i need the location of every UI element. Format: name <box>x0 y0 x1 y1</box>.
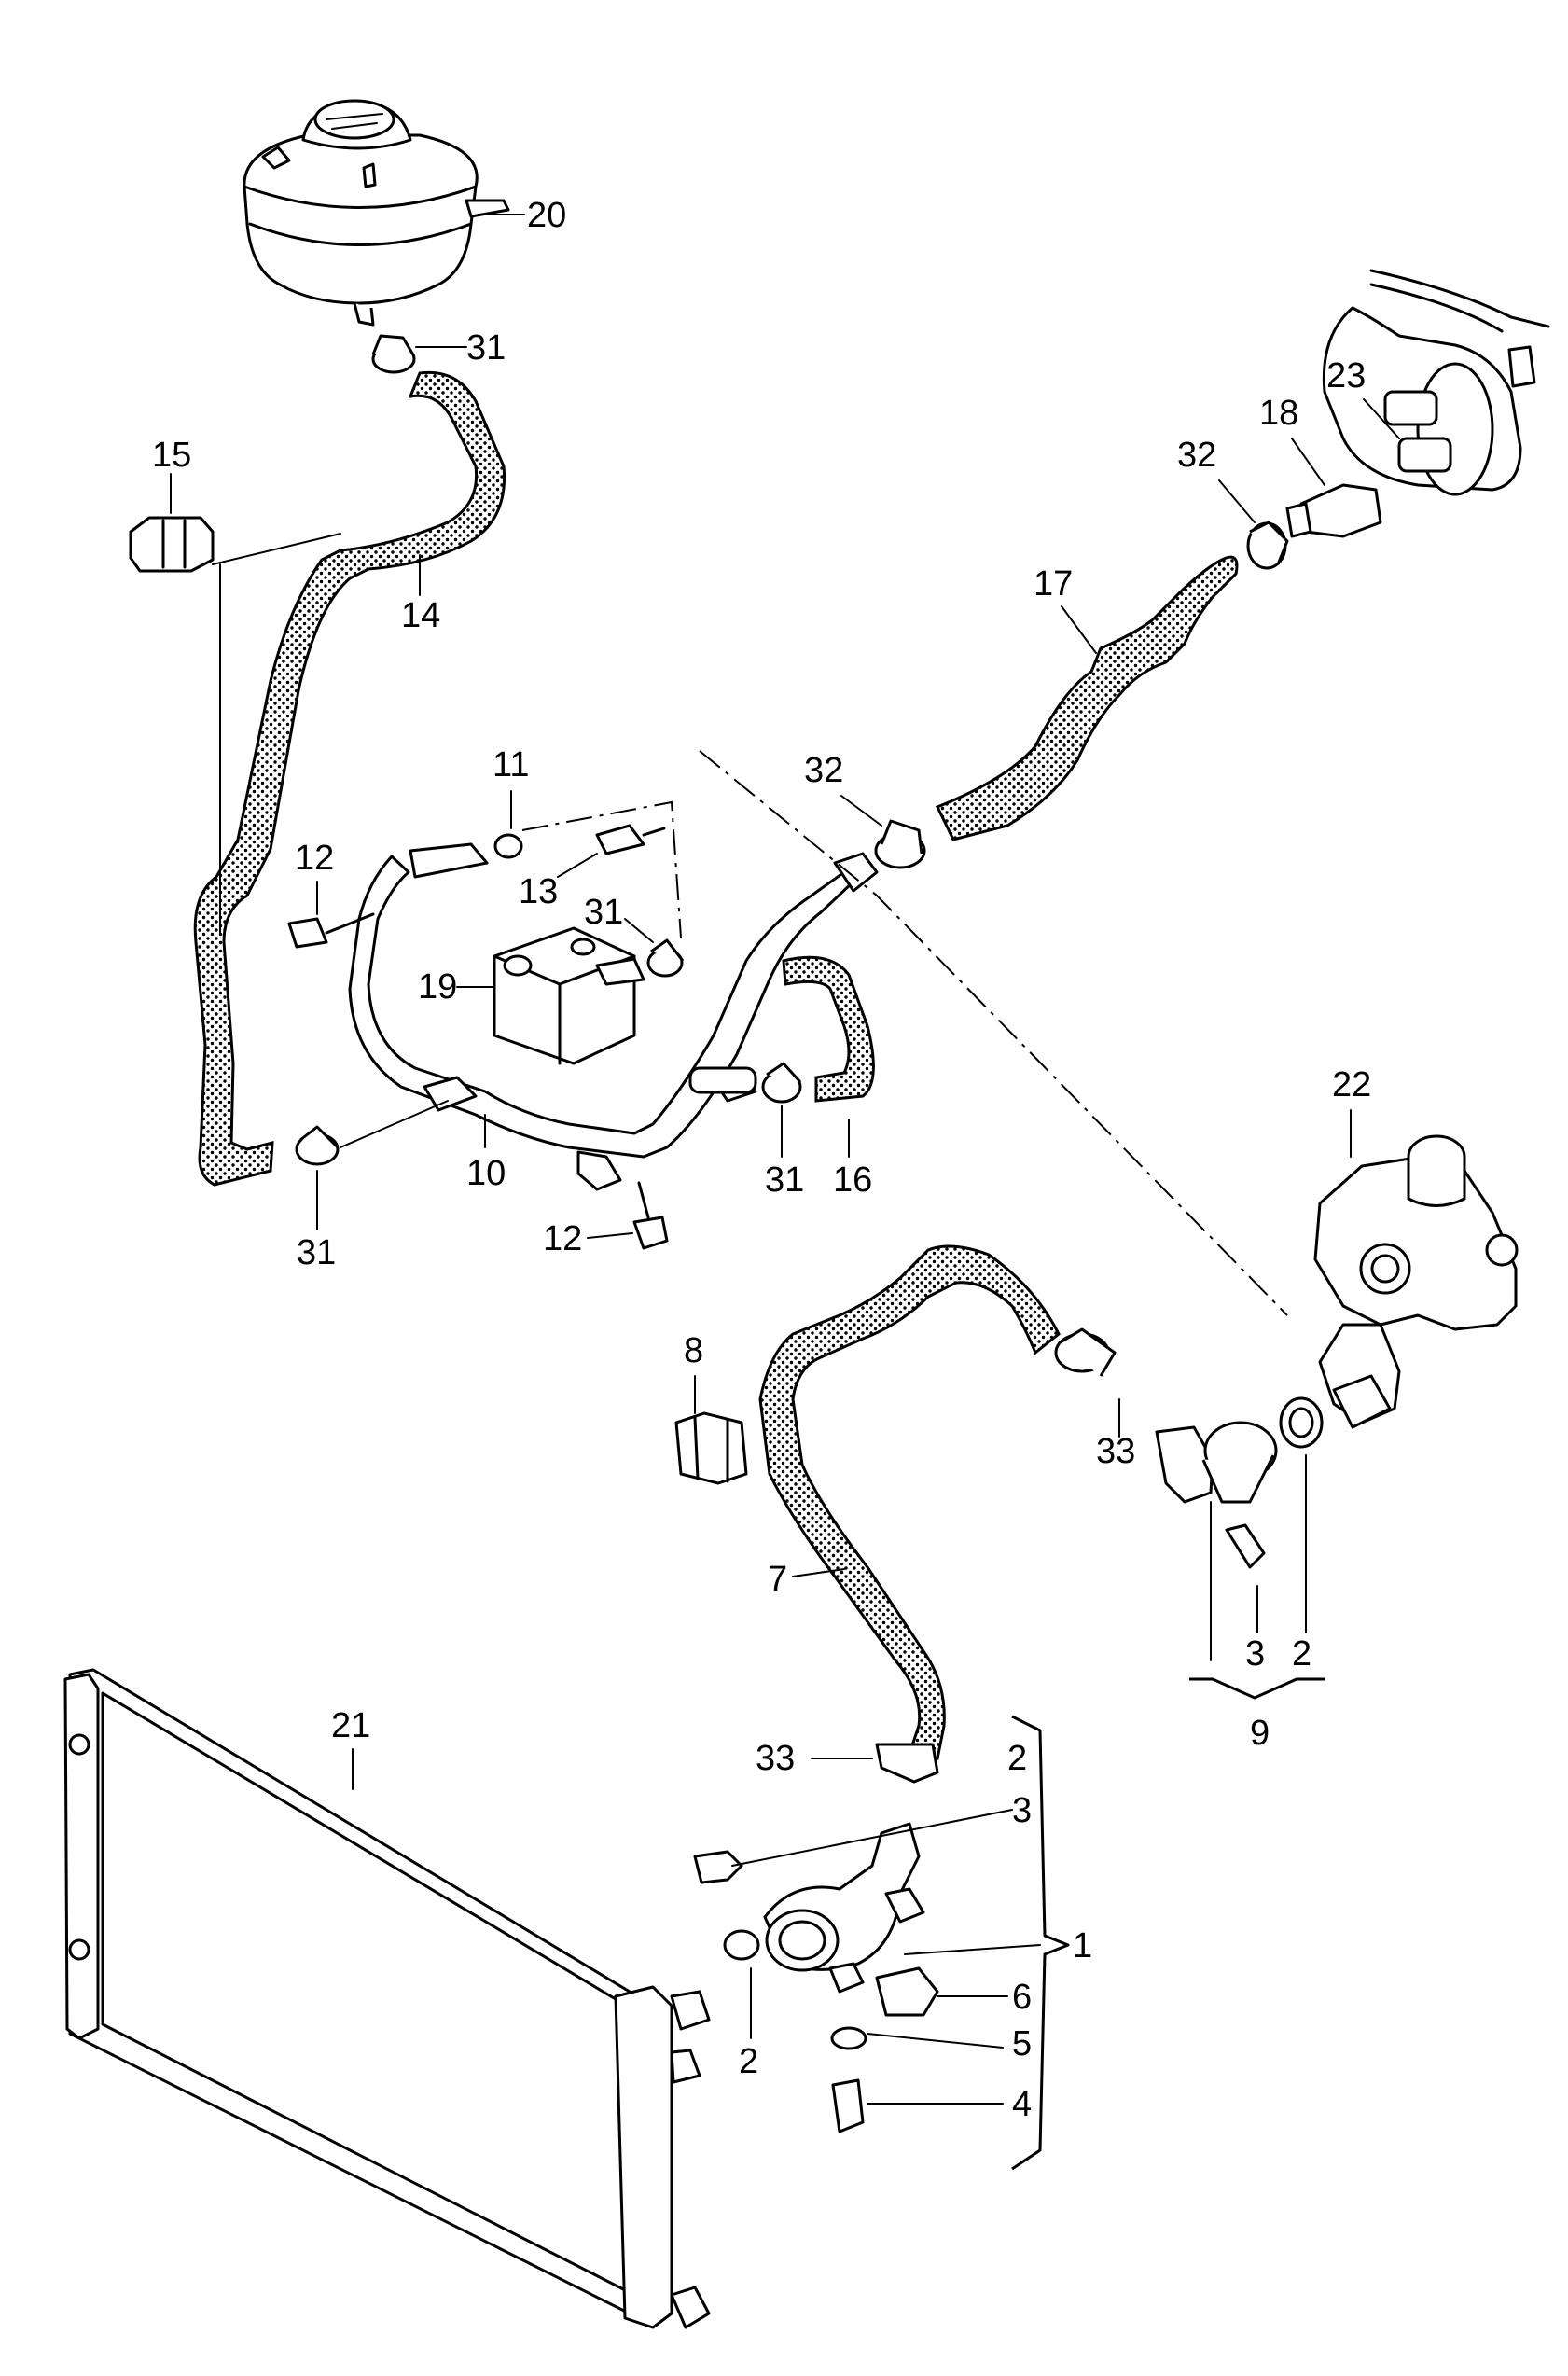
coolant-flange <box>1155 1396 1324 1569</box>
hose-clamp <box>371 334 416 374</box>
leader-13 <box>557 853 598 878</box>
brace-9 <box>1189 1677 1325 1700</box>
engine-block-outline <box>1322 269 1550 496</box>
callout-2a: 2 <box>1292 1634 1311 1674</box>
callout-31c: 31 <box>765 1160 804 1200</box>
coolant-outlet <box>693 1822 939 2133</box>
hose-16 <box>782 955 875 1103</box>
hose-clamp <box>1054 1327 1117 1377</box>
bolt <box>632 1181 669 1250</box>
brace-1 <box>1011 1715 1070 2171</box>
callout-21: 21 <box>331 1706 370 1745</box>
callout-12a: 12 <box>295 839 334 878</box>
callout-32a: 32 <box>1177 436 1216 475</box>
callout-33b: 33 <box>756 1739 795 1778</box>
hose-clamp <box>646 938 685 978</box>
hose-clamp <box>1246 521 1289 570</box>
callout-20: 20 <box>527 196 566 235</box>
expansion-tank <box>243 99 510 327</box>
callout-2b-top: 2 <box>1007 1739 1027 1778</box>
callout-5: 5 <box>1012 2024 1032 2063</box>
callout-19: 19 <box>418 967 457 1007</box>
hose-clamp <box>875 1743 939 1784</box>
leader-22-dash <box>699 750 1288 1316</box>
callout-3b: 3 <box>1012 1791 1032 1830</box>
hose-clamp <box>874 819 926 869</box>
callout-3a: 3 <box>1245 1634 1265 1674</box>
hose-clamp <box>295 1125 340 1166</box>
hose-17 <box>935 555 1239 841</box>
callout-15: 15 <box>152 436 191 475</box>
callout-22: 22 <box>1332 1065 1371 1105</box>
callout-31a: 31 <box>466 328 506 368</box>
callout-32b: 32 <box>804 751 843 790</box>
callout-2c: 2 <box>739 2042 758 2081</box>
leader-7 <box>792 1568 845 1577</box>
leader-13-dash <box>521 800 682 938</box>
hose-connector <box>1285 483 1382 538</box>
hose-14 <box>193 370 506 1187</box>
callout-1: 1 <box>1073 1926 1092 1966</box>
radiator <box>63 1668 711 2329</box>
callout-16: 16 <box>833 1160 872 1200</box>
leader-17 <box>1061 605 1097 654</box>
callout-13: 13 <box>519 872 558 911</box>
leader-5 <box>867 2033 1004 2049</box>
leader-23 <box>1363 398 1400 439</box>
o-ring <box>493 833 523 859</box>
callout-12b: 12 <box>543 1219 582 1258</box>
callout-8: 8 <box>684 1331 703 1370</box>
oil-cooler <box>493 926 645 1065</box>
leader-18 <box>1291 438 1325 486</box>
callout-7: 7 <box>768 1560 787 1599</box>
callout-17: 17 <box>1034 564 1073 604</box>
hose-clip <box>674 1411 748 1485</box>
bolt <box>287 912 375 949</box>
leader-31d-pipe <box>340 1100 449 1148</box>
hose-clamp <box>688 1062 802 1104</box>
bolt <box>595 824 666 855</box>
leader-32a <box>1218 479 1256 523</box>
callout-31b: 31 <box>584 893 623 932</box>
callout-14: 14 <box>401 596 440 635</box>
callout-31d: 31 <box>297 1233 336 1272</box>
leader-15-to-hose <box>212 533 341 565</box>
callout-10: 10 <box>466 1154 506 1193</box>
leader-3b <box>731 1809 1013 1867</box>
leader-31b <box>624 918 654 943</box>
leader-1 <box>904 1944 1041 1955</box>
callout-4: 4 <box>1012 2085 1032 2124</box>
leader-32b <box>840 795 882 827</box>
coolant-pipe-10 <box>348 855 855 1159</box>
callout-6: 6 <box>1012 1978 1032 2017</box>
water-pump <box>1313 1134 1519 1429</box>
callout-23: 23 <box>1326 356 1366 396</box>
callout-18: 18 <box>1259 394 1298 433</box>
callout-33a: 33 <box>1096 1432 1135 1471</box>
leader-12b <box>587 1232 633 1239</box>
callout-9: 9 <box>1250 1714 1270 1753</box>
callout-11: 11 <box>493 745 529 785</box>
hose-clip <box>129 516 215 573</box>
hose-7 <box>758 1244 1061 1760</box>
